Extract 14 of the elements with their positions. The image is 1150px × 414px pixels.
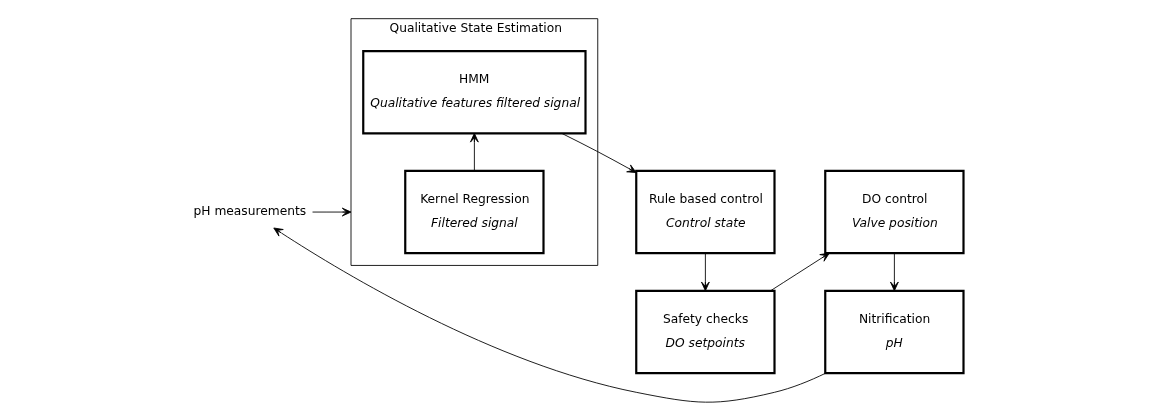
arrow <box>470 132 479 172</box>
arrow <box>890 252 899 292</box>
arrow <box>701 252 710 292</box>
arrow <box>273 227 827 403</box>
node-box: DO control Valve position <box>824 169 965 255</box>
arrow <box>312 207 352 217</box>
arrow <box>561 133 637 174</box>
node-box: Nitrification pH <box>824 289 965 375</box>
arrow <box>770 252 830 292</box>
node-text: pH measurements <box>193 204 307 219</box>
node-box: Safety checks DO setpoints <box>635 289 776 375</box>
node-box: Rule based control Control state <box>635 169 776 255</box>
node-box: Kernel Regression Filtered signal <box>404 169 545 255</box>
node-box: HMM Qualitative features filtered signal <box>362 49 587 135</box>
